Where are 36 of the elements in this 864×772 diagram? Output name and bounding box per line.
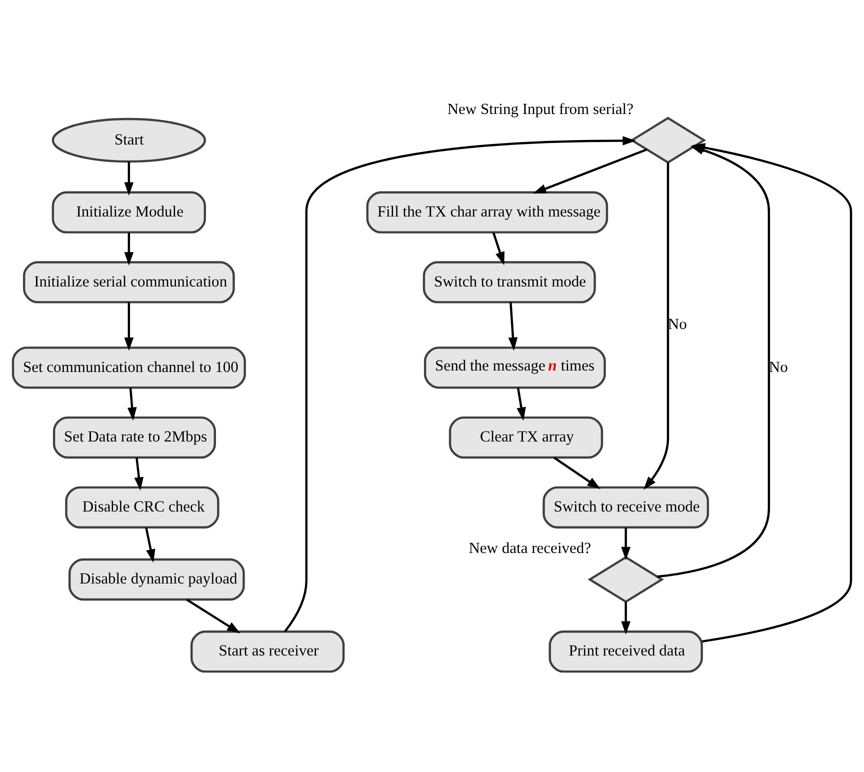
node-ellipse: Start	[52, 117, 206, 162]
arrow	[554, 456, 601, 489]
edge-label: No	[768, 358, 788, 376]
arrow	[644, 162, 670, 490]
arrow	[621, 601, 630, 634]
node-box: Start as receiver	[190, 630, 345, 672]
node-box: Switch to transmit mode	[422, 260, 596, 303]
arrow	[145, 526, 156, 562]
node-box: Print received data	[548, 630, 703, 672]
arrow	[532, 148, 648, 194]
node-box: Set Data rate to 2Mbps	[52, 416, 216, 458]
node-box: Send the message n times	[424, 346, 606, 388]
node-box: Fill the TX char array with message	[366, 190, 608, 233]
arrow	[621, 527, 630, 560]
arrow	[492, 232, 504, 265]
arrow	[508, 302, 518, 350]
arrow	[284, 136, 636, 632]
arrow	[124, 161, 134, 196]
node-box: Set communication channel to 100	[12, 346, 246, 388]
arrow	[186, 598, 240, 633]
node-box: Initialize serial communication	[22, 260, 235, 303]
edge-label: No	[668, 316, 687, 333]
node-box: Initialize Module	[52, 190, 206, 233]
node-box: Clear TX array	[448, 416, 604, 458]
node-label: New data received?	[468, 540, 592, 557]
node-diamond	[588, 556, 664, 602]
arrow	[124, 232, 134, 265]
arrow	[124, 302, 134, 350]
arrow	[127, 387, 137, 420]
arrow	[134, 457, 144, 490]
arrow	[516, 387, 526, 420]
node-box: Switch to receive mode	[542, 486, 710, 528]
node-box: Disable dynamic payload	[68, 558, 245, 600]
node-label: New String Input from serial?	[447, 100, 634, 118]
arrow	[692, 142, 852, 642]
node-box: Disable CRC check	[65, 486, 220, 528]
